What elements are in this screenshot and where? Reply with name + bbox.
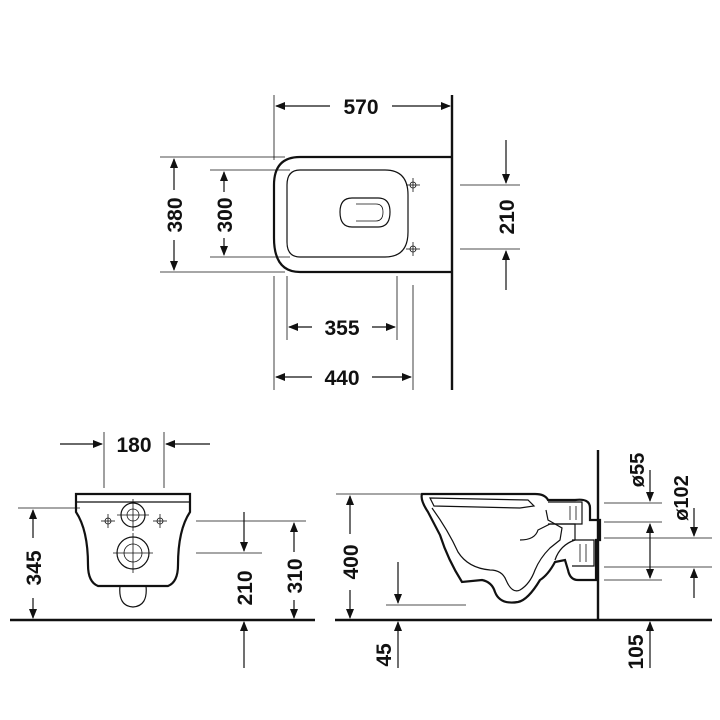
- dim-inlet-diameter: ø55: [627, 453, 649, 487]
- front-view-outlet: [113, 533, 153, 573]
- front-view-inlet: [117, 499, 149, 531]
- top-view: 570 380 300 210 355 440: [160, 95, 520, 390]
- side-view-inner-bowl: [431, 507, 563, 592]
- dim-bolt-height: 210: [234, 570, 257, 605]
- dim-front-width: 180: [116, 434, 151, 457]
- front-view-bolt-left: [101, 514, 115, 528]
- dim-fixing-spacing: 210: [496, 199, 519, 234]
- top-view-outlet-inner: [356, 203, 384, 222]
- side-view-bowl-outline: [420, 492, 602, 604]
- dim-fixing-depth: 440: [324, 367, 359, 390]
- dim-outlet-diameter: ø102: [671, 475, 693, 521]
- top-view-bowl-inner: [286, 169, 409, 258]
- front-view-body: [74, 492, 192, 588]
- fixing-point-lower: [406, 242, 420, 256]
- front-view-foot: [119, 585, 147, 608]
- front-view-bolt-right: [153, 514, 167, 528]
- dim-overall-depth: 570: [343, 96, 378, 119]
- dim-rim-height: 345: [23, 550, 46, 585]
- side-view-inlet-pipe: [548, 501, 583, 525]
- dim-total-height: 400: [340, 544, 363, 579]
- side-view-outlet-pipe: [572, 539, 595, 567]
- top-view-bowl-outline: [272, 155, 452, 274]
- dim-pan-clearance: 45: [373, 643, 396, 667]
- dim-outlet-height-side: 105: [625, 634, 648, 669]
- side-view-seat: [429, 497, 536, 509]
- dim-inner-width: 300: [214, 197, 237, 232]
- dim-outer-width: 380: [164, 197, 187, 232]
- fixing-point-upper: [406, 178, 420, 192]
- side-view: 400 45 ø55 ø102 105: [335, 450, 712, 670]
- dim-outlet-height-front: 310: [284, 558, 307, 593]
- side-view-trap: [519, 523, 576, 561]
- front-view: 180 345 210 310: [10, 432, 315, 668]
- dim-bowl-depth: 355: [324, 317, 359, 340]
- top-view-outlet: [339, 197, 391, 228]
